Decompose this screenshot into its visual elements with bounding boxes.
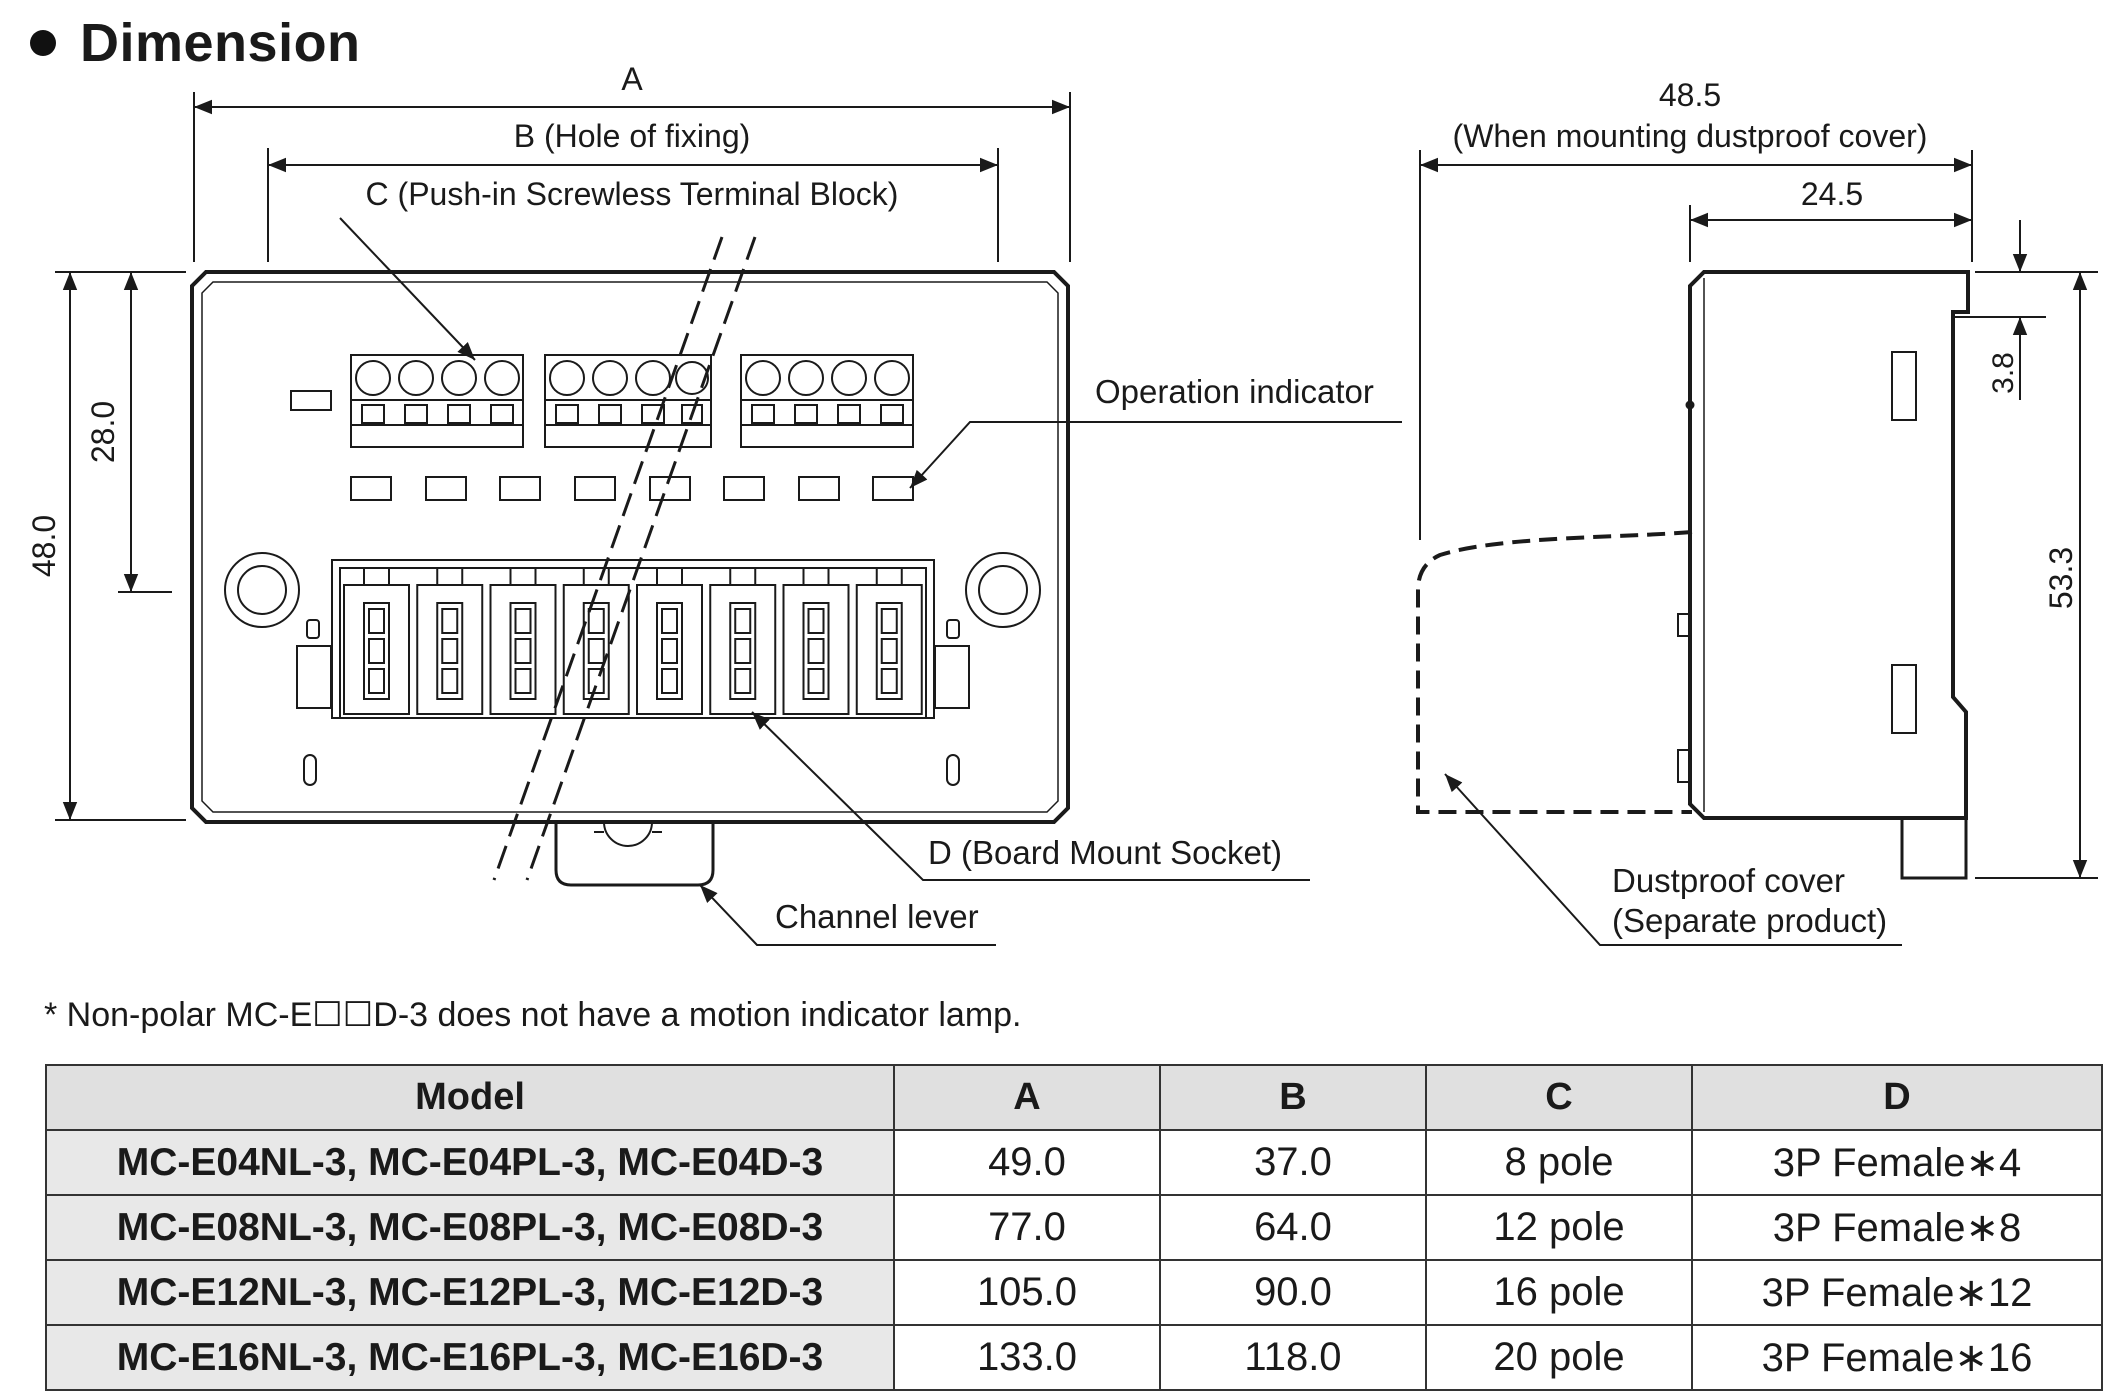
cell-b: 90.0 [1159,1259,1427,1326]
board-mount-socket [296,559,970,719]
footnote: * Non-polar MC-E☐☐D-3 does not have a mo… [44,996,1022,1034]
label-board-mount-socket: D (Board Mount Socket) [928,834,1282,871]
label-dustproof-cover: Dustproof cover [1612,862,1845,899]
din-clip [1900,816,1968,880]
cell-d: 3P Female∗4 [1691,1129,2103,1196]
cell-model: MC-E08NL-3, MC-E08PL-3, MC-E08D-3 [45,1194,895,1261]
dimension-a [193,92,1071,262]
operation-indicator-lamps [350,476,914,501]
label-dim-48-5-note: (When mounting dustproof cover) [1453,118,1928,154]
dimension-28-0 [118,271,186,593]
slot-right [946,754,960,786]
leader-c [339,217,476,361]
cell-c: 12 pole [1425,1194,1693,1261]
cell-c: 8 pole [1425,1129,1693,1196]
terminal-block-group-1 [350,354,524,448]
cell-model: MC-E16NL-3, MC-E16PL-3, MC-E16D-3 [45,1324,895,1391]
section-heading: Dimension [30,8,361,78]
side-view [1416,150,2098,946]
label-dim-48-5: 48.5 [1659,77,1721,113]
side-body-outline [1688,270,1970,820]
col-d: D [1691,1064,2103,1131]
leader-channel-lever [699,884,996,946]
label-operation-indicator: Operation indicator [1095,373,1374,410]
label-dim-c: C (Push-in Screwless Terminal Block) [366,176,899,212]
break-line-2 [525,236,757,881]
table-header-row: Model A B C D [45,1064,2103,1131]
table-row: MC-E12NL-3, MC-E12PL-3, MC-E12D-3 105.0 … [45,1259,2103,1326]
slot-left [303,754,317,786]
dimension-drawing: A B (Hole of fixing) C (Push-in Screwles… [26,61,2098,946]
cell-a: 133.0 [893,1324,1161,1391]
cell-d: 3P Female∗12 [1691,1259,2103,1326]
terminal-block-group-3 [740,354,914,448]
leader-dustproof-cover [1444,773,1902,946]
leader-board-mount-socket [751,711,1310,881]
front-view [55,92,1402,946]
col-b: B [1159,1064,1427,1131]
cell-model: MC-E12NL-3, MC-E12PL-3, MC-E12D-3 [45,1259,895,1326]
bullet-icon [30,30,56,56]
cell-b: 118.0 [1159,1324,1427,1391]
cell-c: 20 pole [1425,1324,1693,1391]
col-a: A [893,1064,1161,1131]
leader-operation-indicator [909,421,1402,489]
label-dim-b: B (Hole of fixing) [514,118,751,154]
table-row: MC-E04NL-3, MC-E04PL-3, MC-E04D-3 49.0 3… [45,1129,2103,1196]
break-line-1 [492,236,724,881]
cell-a: 77.0 [893,1194,1161,1261]
dustproof-cover-outline [1416,530,1693,814]
label-dim-48-0: 48.0 [26,515,62,577]
dimension-table: Model A B C D MC-E04NL-3, MC-E04PL-3, MC… [45,1064,2103,1391]
label-channel-lever: Channel lever [775,898,979,935]
cell-c: 16 pole [1425,1259,1693,1326]
label-dim-3-8: 3.8 [1987,352,2020,394]
dimension-b [267,148,999,262]
power-lamp [290,390,332,411]
section-title: Dimension [80,13,361,73]
terminal-block-group-2 [544,354,712,448]
socket-contacts [343,567,923,715]
fixing-hole-right [965,552,1041,628]
dimension-48-0 [55,271,186,821]
dimension-53-3 [1975,271,2098,879]
channel-lever [554,822,715,887]
label-dim-53-3: 53.3 [2043,547,2079,609]
label-dustproof-cover-note: (Separate product) [1612,902,1887,939]
cell-d: 3P Female∗16 [1691,1324,2103,1391]
cell-a: 105.0 [893,1259,1161,1326]
label-dim-28-0: 28.0 [85,401,121,463]
cell-a: 49.0 [893,1129,1161,1196]
label-dim-24-5: 24.5 [1801,176,1863,212]
cell-d: 3P Female∗8 [1691,1194,2103,1261]
col-model: Model [45,1064,895,1131]
dimension-24-5 [1689,205,1972,262]
cell-b: 64.0 [1159,1194,1427,1261]
label-dim-a: A [621,61,643,97]
front-body-outline [190,270,1070,824]
cell-b: 37.0 [1159,1129,1427,1196]
cell-model: MC-E04NL-3, MC-E04PL-3, MC-E04D-3 [45,1129,895,1196]
fixing-hole-left [224,552,300,628]
table-row: MC-E08NL-3, MC-E08PL-3, MC-E08D-3 77.0 6… [45,1194,2103,1261]
table-row: MC-E16NL-3, MC-E16PL-3, MC-E16D-3 133.0 … [45,1324,2103,1391]
dimension-48-5 [1419,150,1973,540]
col-c: C [1425,1064,1693,1131]
